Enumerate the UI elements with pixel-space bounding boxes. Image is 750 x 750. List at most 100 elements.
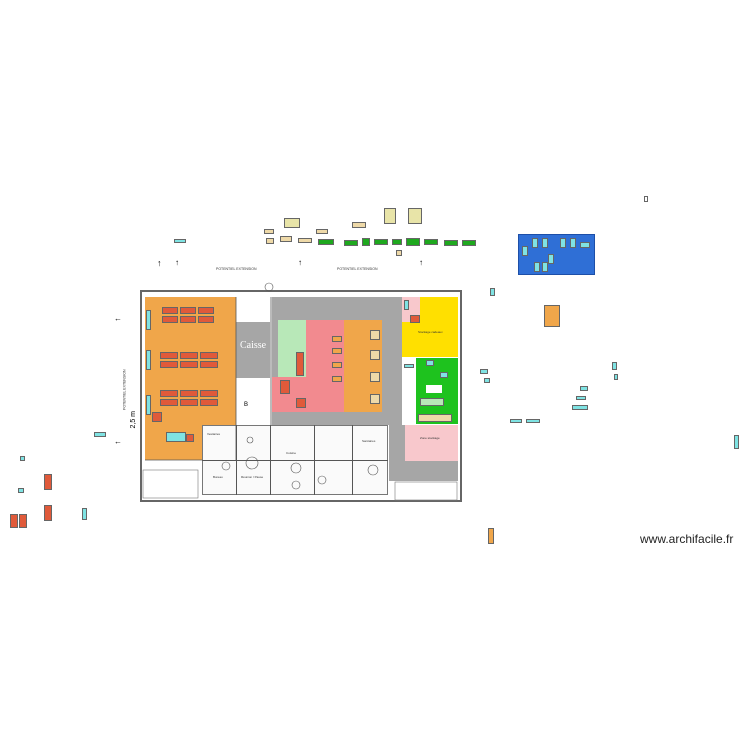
display-item[interactable] (404, 364, 414, 368)
shelf-item[interactable] (370, 350, 380, 360)
shelf-item[interactable] (200, 352, 218, 359)
caisse-label: Caisse (240, 340, 267, 351)
loose-item[interactable] (298, 238, 312, 243)
display-item[interactable] (166, 432, 186, 442)
arrow-up-icon: ↑ (175, 258, 179, 267)
shelf-item[interactable] (280, 380, 290, 394)
shelf-item[interactable] (180, 390, 198, 397)
blue-panel-item[interactable] (522, 246, 528, 256)
loose-item[interactable] (644, 196, 648, 202)
shelf-item[interactable] (160, 361, 178, 368)
potentiel-extension-label: POTENTIEL EXTENSION (216, 267, 257, 271)
shelf-item[interactable] (332, 376, 342, 382)
loose-item[interactable] (264, 229, 274, 234)
shelf-item[interactable] (296, 352, 304, 376)
loose-item[interactable] (280, 236, 292, 242)
loose-item[interactable] (19, 514, 27, 528)
loose-item[interactable] (408, 208, 422, 224)
loose-item[interactable] (406, 238, 420, 246)
loose-item[interactable] (18, 488, 24, 493)
loose-item[interactable] (734, 435, 739, 449)
loose-item[interactable] (284, 218, 300, 228)
loose-item[interactable] (490, 288, 495, 296)
loose-item[interactable] (480, 369, 488, 374)
loose-item[interactable] (82, 508, 87, 520)
shelf-item[interactable] (332, 336, 342, 342)
display-item[interactable] (426, 360, 434, 366)
loose-item[interactable] (392, 239, 402, 245)
blue-panel-item[interactable] (532, 238, 538, 248)
shelf-item[interactable] (162, 307, 178, 314)
display-item[interactable] (146, 310, 151, 330)
blue-panel[interactable] (518, 234, 595, 275)
blue-panel-item[interactable] (548, 254, 554, 264)
loose-item[interactable] (266, 238, 274, 244)
loose-item[interactable] (20, 456, 25, 461)
loose-item[interactable] (318, 239, 334, 245)
shelf-item[interactable] (296, 398, 306, 408)
loose-item[interactable] (352, 222, 366, 228)
display-item[interactable] (146, 395, 151, 415)
shelf-item[interactable] (160, 399, 178, 406)
blue-panel-item[interactable] (542, 238, 548, 248)
display-item[interactable] (152, 412, 162, 422)
shelf-item[interactable] (370, 330, 380, 340)
blue-panel-item[interactable] (542, 262, 548, 272)
shelf-item[interactable] (180, 399, 198, 406)
display-item[interactable] (186, 434, 194, 442)
loose-item[interactable] (316, 229, 328, 234)
shelf-item[interactable] (180, 352, 198, 359)
blue-panel-item[interactable] (580, 242, 590, 248)
shelf-item[interactable] (198, 307, 214, 314)
blue-panel-item[interactable] (570, 238, 576, 248)
loose-item[interactable] (488, 528, 494, 544)
loose-item[interactable] (510, 419, 522, 423)
loose-item[interactable] (94, 432, 106, 437)
loose-item[interactable] (544, 305, 560, 327)
display-item[interactable] (410, 315, 420, 323)
loose-item[interactable] (526, 419, 540, 423)
loose-item[interactable] (344, 240, 358, 246)
loose-item[interactable] (576, 396, 586, 400)
shelf-item[interactable] (198, 316, 214, 323)
display-item[interactable] (440, 372, 448, 378)
loose-item[interactable] (612, 362, 617, 370)
watermark: www.archifacile.fr (640, 532, 734, 546)
loose-item[interactable] (580, 386, 588, 391)
potentiel-extension-side-label: POTENTIEL EXTENSION (122, 369, 127, 411)
loose-item[interactable] (614, 374, 618, 380)
display-item[interactable] (146, 350, 151, 370)
loose-item[interactable] (462, 240, 476, 246)
display-item[interactable] (404, 300, 409, 310)
display-item[interactable] (418, 414, 452, 422)
loose-item[interactable] (44, 474, 52, 490)
loose-item[interactable] (396, 250, 402, 256)
loose-item[interactable] (572, 405, 588, 410)
shelf-item[interactable] (370, 394, 380, 404)
loose-item[interactable] (444, 240, 458, 246)
loose-item[interactable] (384, 208, 396, 224)
shelf-item[interactable] (200, 361, 218, 368)
shelf-item[interactable] (180, 316, 196, 323)
shelf-item[interactable] (332, 348, 342, 354)
loose-item[interactable] (424, 239, 438, 245)
shelf-item[interactable] (200, 399, 218, 406)
loose-item[interactable] (362, 238, 370, 246)
shelf-item[interactable] (162, 316, 178, 323)
loose-item[interactable] (174, 239, 186, 243)
display-item[interactable] (420, 398, 444, 406)
loose-item[interactable] (484, 378, 490, 383)
loose-item[interactable] (44, 505, 52, 521)
blue-panel-item[interactable] (560, 238, 566, 248)
shelf-item[interactable] (180, 307, 196, 314)
shelf-item[interactable] (160, 352, 178, 359)
aisle-strip (236, 297, 270, 322)
shelf-item[interactable] (200, 390, 218, 397)
blue-panel-item[interactable] (534, 262, 540, 272)
loose-item[interactable] (10, 514, 18, 528)
shelf-item[interactable] (160, 390, 178, 397)
shelf-item[interactable] (180, 361, 198, 368)
loose-item[interactable] (374, 239, 388, 245)
shelf-item[interactable] (332, 362, 342, 368)
shelf-item[interactable] (370, 372, 380, 382)
